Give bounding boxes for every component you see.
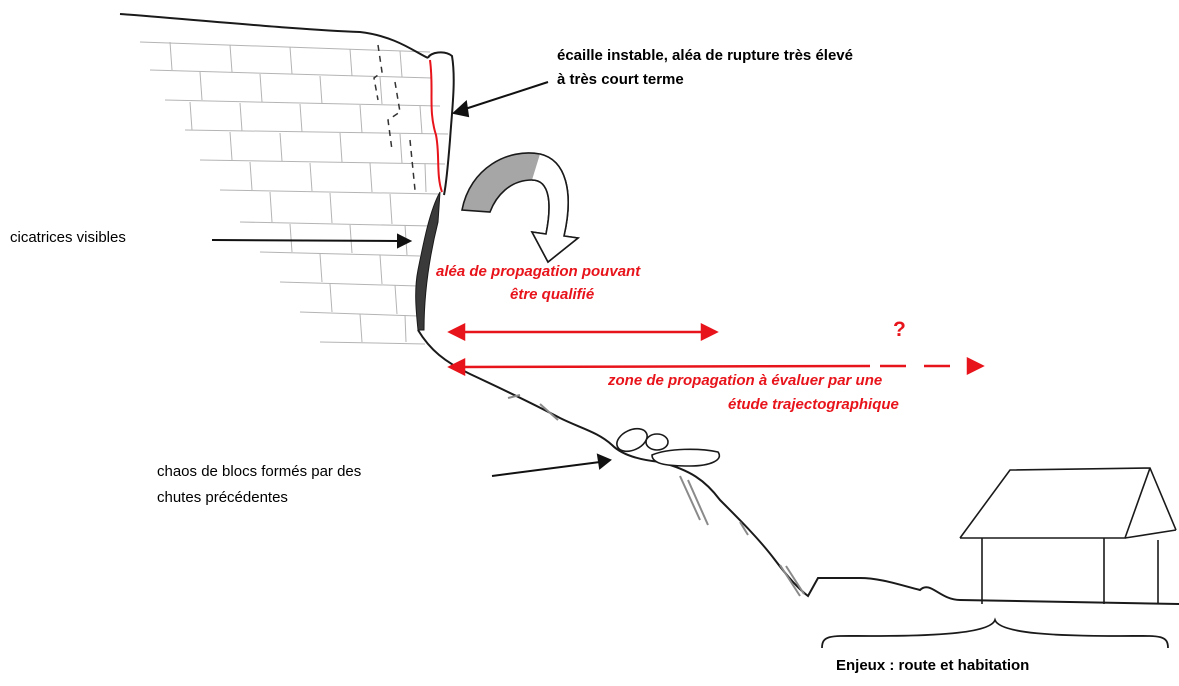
enjeux-brace xyxy=(821,617,1169,649)
propagation-arrows xyxy=(447,322,985,377)
alea-label-line2: être qualifié xyxy=(510,286,595,303)
cicatrices-label: cicatrices visibles xyxy=(10,229,126,246)
zone-label-line1: zone de propagation à évaluer par une xyxy=(608,372,883,389)
enjeux-label: Enjeux : route et habitation xyxy=(836,657,1030,674)
cliff-wall-bricks xyxy=(139,41,449,345)
alea-label-line1: aléa de propagation pouvant xyxy=(436,263,641,280)
zone-label-line2: étude trajectographique xyxy=(728,396,899,413)
rockfall-curved-arrow xyxy=(461,152,580,264)
pointer-arrows xyxy=(211,81,612,477)
chaos-label-line1: chaos de blocs formés par des xyxy=(157,463,362,480)
cliff-top xyxy=(119,13,429,59)
house xyxy=(959,467,1177,604)
slope-profile xyxy=(417,329,1179,605)
slope-shading xyxy=(507,394,805,597)
rupture-crack xyxy=(429,59,443,193)
question-mark: ? xyxy=(893,318,906,341)
unstable-flake xyxy=(427,51,455,196)
ecaille-label-line2: à très court terme xyxy=(557,71,684,88)
chaos-label-line2: chutes précédentes xyxy=(157,489,288,506)
scars-area xyxy=(415,191,441,331)
boulders xyxy=(616,427,721,467)
ecaille-label: écaille instable, aléa de rupture très é… xyxy=(557,47,853,64)
fracture-lines xyxy=(373,44,416,191)
